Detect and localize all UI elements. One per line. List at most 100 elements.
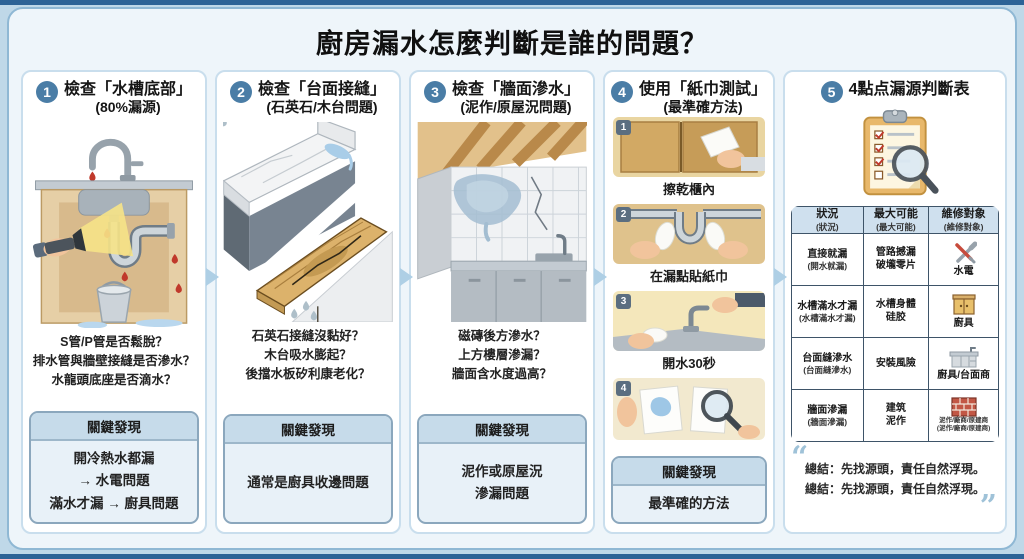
key-line: → 水電問題 [78,473,150,489]
next-arrow-icon [594,268,607,286]
panel-1-subtitle: (80%漏源) [95,99,161,116]
brick-wall-icon [951,397,977,417]
towel-step-4: 4 [611,377,767,440]
leak-source-table: 狀況 (狀況) 最大可能 (最大可能) 維修對象 (維修對象) [791,206,1000,442]
panel-5-header: 5 4點点漏源判斷表 [791,80,999,103]
key-finding-box-3: 關鍵發現 泥作或原屋況 滲漏問題 [417,414,587,524]
question-line: 後擋水板矽利康老化？ [245,367,371,382]
table-row: 牆面滲漏 (牆面滲漏) 建筑 泥作 [791,388,1000,442]
key-finding-body: 最準確的方法 [613,486,765,522]
panel-4-subtitle: (最準確方法) [663,99,743,116]
close-quote-mark: ” [979,489,998,524]
panel-3-header: 3 檢查「牆面滲水」 (泥作/原屋況問題) [417,80,587,117]
bottom-border-strip [0,554,1024,559]
question-line: 水龍頭底座是否滴水？ [51,373,177,388]
step-number-badge: 2 [616,206,631,222]
cabinet-icon [952,294,976,315]
step-number-badge: 3 [616,293,631,309]
key-finding-box-4: 關鍵發現 最準確的方法 [611,455,768,524]
step-1-badge: 1 [35,81,58,103]
key-line: 最準確的方法 [648,495,730,511]
key-finding-title: 關鍵發現 [419,416,585,444]
panel-2-title: 檢查「台面接縫」 [257,81,386,98]
step-3-badge: 3 [423,81,446,103]
towel-step-2-image: 2 [613,203,765,264]
clipboard-checklist-illustration [847,108,943,200]
panel-5-title: 4點点漏源判斷表 [848,81,970,98]
key-line: 開冷熱水都漏 [73,451,155,467]
next-arrow-icon [206,268,219,286]
step-2-badge: 2 [229,81,252,103]
panel-4-title: 使用「紙巾測試」 [639,81,768,98]
panel-check-wall-seepage: 3 檢查「牆面滲水」 (泥作/原屋況問題) [409,70,607,534]
next-arrow-icon [774,268,788,286]
tools-icon [954,241,977,264]
panel-2-header: 2 檢查「台面接縫」 (石英石/木台問題) [223,80,393,117]
key-line: 泥作或原屋況 [461,463,543,479]
summary-quote: “ 總結：先找源頭，責任自然浮現。 總結：先找源頭，責任自然浮現。 ” [791,442,999,524]
step-5-badge: 5 [820,81,843,103]
key-finding-title: 關鍵發現 [225,416,391,444]
table-row: 直接就漏 (開水就漏) 管路撼漏 破壠零片 [791,232,1000,286]
key-finding-box-1: 關鍵發現 開冷熱水都漏 → 水電問題 滿水才漏 → 廚具問題 [29,411,199,524]
panels-row: 1 檢查「水槽底部」 (80%漏源) [15,70,1009,534]
infographic-card: 廚房漏水怎麼判斷是誰的問題？ 1 檢查「水槽底部」 (80%漏源) [7,7,1017,550]
key-line: 滿水才漏 → 廚具問題 [49,495,179,511]
towel-step-4-image: 4 [613,377,765,440]
wall-seepage-illustration [417,121,587,322]
step-number-badge: 1 [616,119,631,135]
quote-line: 總結：先找源頭，責任自然浮現。 [805,461,986,476]
panel-paper-towel-test: 4 使用「紙巾測試」 (最準確方法) 1 [603,70,788,534]
towel-step-1-image: 1 [613,116,765,177]
panel-3-title: 檢查「牆面滲水」 [451,81,580,98]
panel-leak-source-table: 5 4點点漏源判斷表 [783,70,1008,534]
panel-3-subtitle: (泥作/原屋況問題) [460,99,572,116]
next-arrow-icon [400,268,413,286]
panel-check-countertop-seam: 2 檢查「台面接縫」 (石英石/木台問題) [215,70,413,534]
col-header-most-likely: 最大可能 (最大可能) [862,206,930,234]
table-row: 水槽滿水才漏 (水槽滿水才漏) 水槽身體 硅胶 [791,284,1000,338]
panel-4-header: 4 使用「紙巾測試」 (最準確方法) [611,80,767,117]
panel-1-title: 檢查「水槽底部」 [63,81,192,98]
towel-step-3-image: 3 [613,290,765,351]
top-border-strip [0,0,1024,5]
panel-3-questions: 磁磚後方滲水？ 上方樓層滲漏？ 牆面含水度過高？ [417,327,587,385]
key-finding-body: 通常是廚具收邊問題 [225,444,391,522]
question-line: 排水管與牆壁接縫是否滲水？ [32,354,196,369]
key-finding-body: 泥作或原屋況 滲漏問題 [419,444,585,522]
panel-2-subtitle: (石英石/木台問題) [266,99,378,116]
col-header-situation: 狀況 (狀況) [791,206,864,234]
under-sink-illustration [29,122,199,328]
towel-step-2-label: 在漏點貼紙巾 [650,268,729,284]
question-line: 磁磚後方滲水？ [458,328,546,343]
panel-check-sink-bottom: 1 檢查「水槽底部」 (80%漏源) [21,70,219,534]
page-title: 廚房漏水怎麼判斷是誰的問題？ [316,29,708,59]
question-line: 上方樓層滲漏？ [458,348,546,363]
key-finding-title: 關鍵發現 [613,457,766,486]
step-4-badge: 4 [611,81,633,103]
question-line: 石英石接縫沒黏好？ [251,328,365,343]
step-number-badge: 4 [616,380,631,396]
question-line: S管/P管是否鬆脫？ [60,334,168,349]
key-line: 通常是廚具收邊問題 [247,474,369,490]
panel-2-questions: 石英石接縫沒黏好？ 木台吸水膨起？ 後擋水板矽利康老化？ [223,327,393,385]
question-line: 木台吸水膨起？ [264,348,352,363]
key-finding-box-2: 關鍵發現 通常是廚具收邊問題 [223,414,393,524]
towel-step-2: 2 在漏點貼紙巾 [611,203,767,288]
towel-step-3: 3 開水30秒 [611,290,767,375]
panel-1-questions: S管/P管是否鬆脫？ 排水管與牆壁接縫是否滲水？ 水龍頭底座是否滴水？ [29,333,199,391]
counter-icon [949,346,979,368]
open-quote-mark: “ [791,439,809,475]
key-line: 滲漏問題 [475,486,529,501]
countertop-seam-illustration [223,121,393,322]
towel-step-1: 1 擦乾櫃內 [611,116,767,201]
table-row: 台面縫滲水 (台面縫滲水) 安裝風險 [791,336,1000,390]
key-finding-body: 開冷熱水都漏 → 水電問題 滿水才漏 → 廚具問題 [31,441,197,522]
towel-step-1-label: 擦乾櫃內 [663,181,716,197]
question-line: 牆面含水度過高？ [451,367,552,382]
panel-1-header: 1 檢查「水槽底部」 (80%漏源) [29,80,199,117]
towel-step-3-label: 開水30秒 [662,355,716,371]
key-finding-title: 關鍵發現 [31,413,197,442]
quote-line: 總結：先找源頭，責任自然浮現。 [805,482,986,497]
col-header-repair-target: 維修對象 (維修對象) [928,206,1000,234]
